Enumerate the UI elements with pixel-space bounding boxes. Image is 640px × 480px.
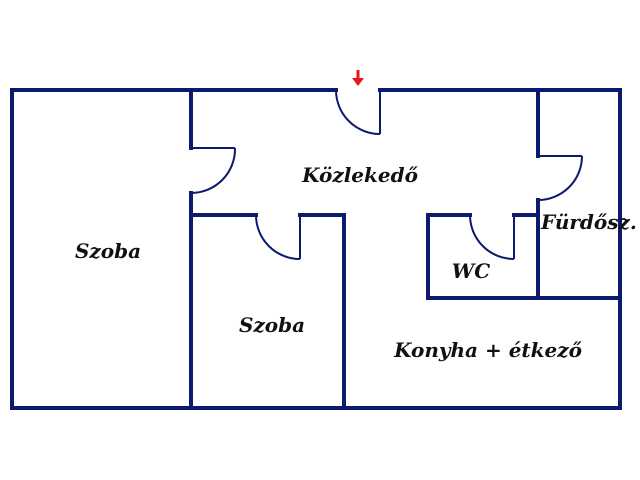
left-room-door [190, 147, 237, 194]
entrance-arrow-icon [352, 70, 364, 86]
wc-door [469, 214, 515, 260]
room-label-konyha: Konyha + étkező [393, 338, 583, 362]
room-label-szoba-mid: Szoba [239, 313, 305, 337]
room-label-wc: WC [452, 259, 490, 283]
mid-room-door [255, 214, 301, 260]
bathroom-door [537, 155, 583, 201]
doors [190, 89, 583, 260]
room-label-szoba-left: Szoba [75, 239, 141, 263]
room-label-furdo: Fürdősz. [540, 210, 637, 234]
walls [10, 88, 622, 410]
entrance-door [335, 89, 381, 135]
room-label-kozlekedo: Közlekedő [301, 163, 419, 187]
